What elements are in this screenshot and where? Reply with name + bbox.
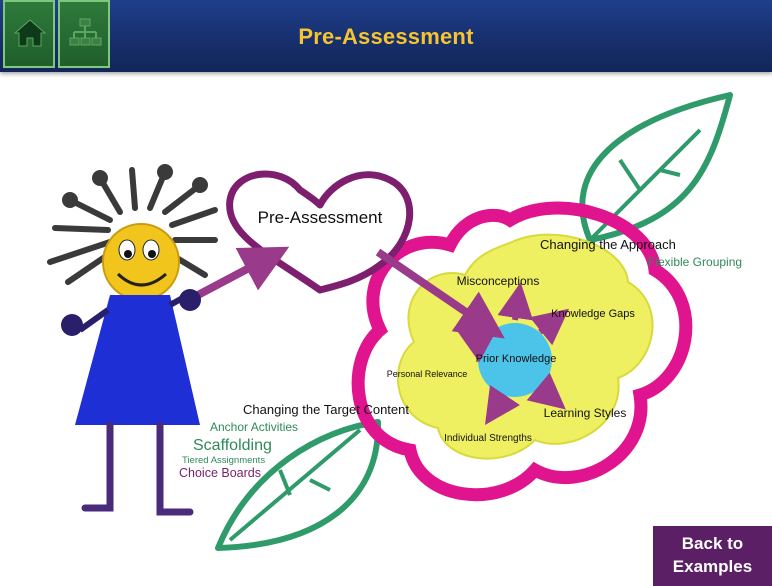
header-bar: Pre-Assessment: [0, 0, 772, 72]
content-item-tiered-assignments: Tiered Assignments: [182, 455, 265, 466]
leaf-top-right: [579, 92, 733, 243]
petal-learning-styles: Learning Styles: [544, 406, 627, 420]
content-item-anchor-activities: Anchor Activities: [210, 420, 298, 434]
arrow-to-flower: [375, 248, 505, 339]
approach-heading: Changing the Approach: [540, 237, 676, 252]
back-button-line1: Back to: [681, 534, 744, 553]
dress: [75, 295, 200, 425]
heart-label: Pre-Assessment: [258, 208, 383, 227]
pre-assessment-diagram: Pre-Assessment Changing the Approach Fle…: [47, 92, 742, 551]
content-item-choice-boards: Choice Boards: [179, 466, 261, 480]
petal-misconceptions: Misconceptions: [457, 274, 540, 288]
page-title: Pre-Assessment: [298, 24, 474, 49]
back-button-line2: Examples: [672, 557, 753, 576]
student-figure: [47, 164, 218, 516]
petal-personal-relevance: Personal Relevance: [387, 369, 468, 379]
home-icon: [13, 19, 47, 47]
petal-individual-strengths: Individual Strengths: [444, 433, 532, 444]
sitemap-button[interactable]: [58, 0, 110, 68]
leaf-bottom-left: [215, 419, 382, 551]
back-to-examples-button[interactable]: Back to Examples: [653, 526, 772, 586]
petal-knowledge-gaps: Knowledge Gaps: [551, 308, 635, 320]
flower: [351, 201, 693, 502]
sitemap-icon: [69, 18, 102, 46]
center-label: Prior Knowledge: [476, 353, 557, 365]
content-heading: Changing the Target Content: [243, 402, 409, 417]
arrow-to-heart: [196, 246, 290, 299]
content-item-scaffolding: Scaffolding: [193, 437, 272, 454]
home-button[interactable]: [3, 0, 55, 68]
approach-item-flexible-grouping: Flexible Grouping: [648, 255, 742, 269]
heart-shape: [226, 170, 414, 294]
